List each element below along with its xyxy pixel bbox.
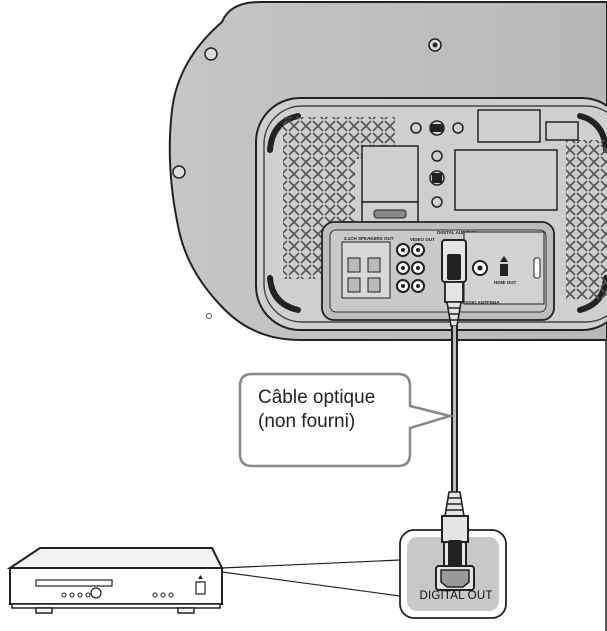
optical-plug-source — [435, 491, 475, 591]
hdmi-out-label: HDMI OUT — [494, 280, 516, 285]
hdmi-out-area: HDMI OUT RADIO ANTENNA — [462, 231, 545, 305]
callout-line-2: (non fourni) — [258, 411, 356, 432]
main-unit-rear: 2.1CH SPEAKERS OUT VIDEO OUT DIGITAL AUD… — [168, 1, 607, 341]
rca-jacks: VIDEO OUT — [396, 237, 435, 293]
video-out-label: VIDEO OUT — [410, 237, 435, 242]
screw-hole — [206, 313, 212, 319]
optical-cable — [451, 326, 458, 492]
screw-hole — [172, 165, 186, 179]
callout-bubble — [238, 372, 455, 468]
speaker-terminals: 2.1CH SPEAKERS OUT — [341, 236, 394, 299]
speaker-out-label: 2.1CH SPEAKERS OUT — [344, 236, 394, 241]
callout-line-1: Câble optique — [258, 387, 376, 408]
source-player — [6, 547, 401, 614]
vent-grille-right — [566, 140, 607, 300]
digital-in-label: DIGITAL AUDIO IN — [437, 230, 476, 235]
optical-plug-receiver — [441, 239, 467, 327]
callout-label: Câble optique (non fourni) — [258, 386, 418, 434]
radio-antenna-label: RADIO ANTENNA — [462, 300, 500, 305]
screw-hole — [204, 47, 218, 61]
digital-out-label: DIGITAL OUT — [419, 590, 493, 602]
